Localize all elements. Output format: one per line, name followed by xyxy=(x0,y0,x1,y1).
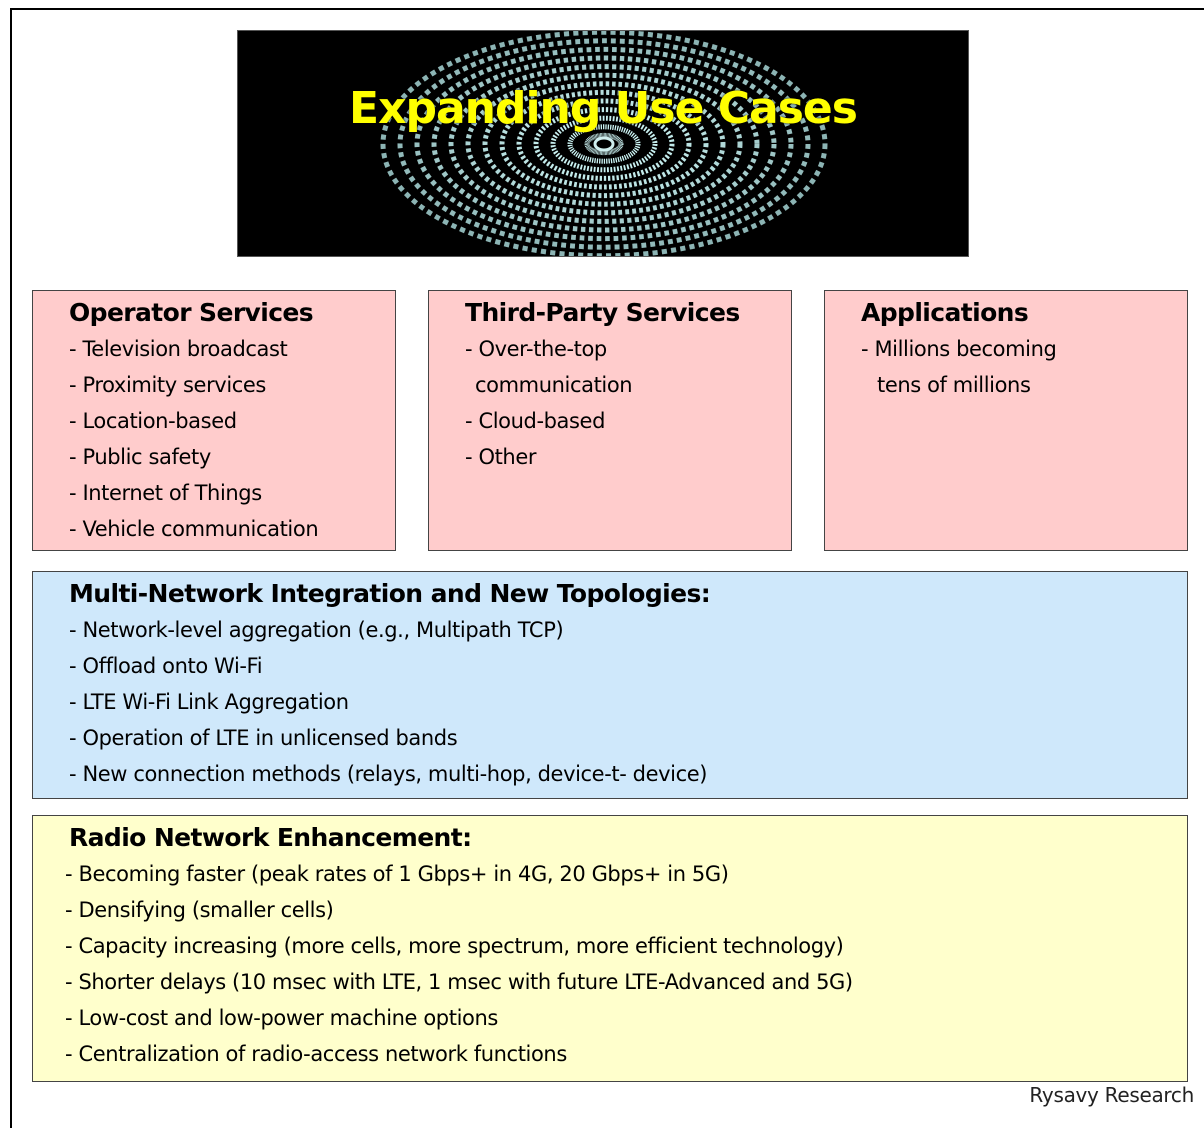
list-item: - Capacity increasing (more cells, more … xyxy=(65,934,844,958)
list-item: - Low-cost and low-power machine options xyxy=(65,1006,498,1030)
radio-network-list: - Becoming faster (peak rates of 1 Gbps+… xyxy=(65,856,1187,1072)
list-item: - Cloud-based xyxy=(465,409,606,433)
radial-burst-graphic xyxy=(380,31,828,256)
list-item: - Millions becoming xyxy=(861,337,1057,361)
list-item: - Network-level aggregation (e.g., Multi… xyxy=(69,618,564,642)
multi-network-box: Multi-Network Integration and New Topolo… xyxy=(32,571,1188,799)
list-item: - Centralization of radio-access network… xyxy=(65,1042,567,1066)
third-party-services-heading: Third-Party Services xyxy=(465,298,740,327)
multi-network-list: - Network-level aggregation (e.g., Multi… xyxy=(69,612,1187,792)
list-item: - Proximity services xyxy=(69,373,266,397)
list-item: - Other xyxy=(465,445,537,469)
banner-title: Expanding Use Cases xyxy=(349,83,858,134)
operator-services-heading: Operator Services xyxy=(69,298,314,327)
radio-network-box: Radio Network Enhancement: - Becoming fa… xyxy=(32,815,1188,1082)
list-item: tens of millions xyxy=(877,373,1031,397)
multi-network-heading: Multi-Network Integration and New Topolo… xyxy=(69,579,711,608)
list-item: - Shorter delays (10 msec with LTE, 1 ms… xyxy=(65,970,853,994)
list-item: - Offload onto Wi-Fi xyxy=(69,654,263,678)
list-item: - Becoming faster (peak rates of 1 Gbps+… xyxy=(65,862,729,886)
third-party-services-box: Third-Party Services - Over-the-top comm… xyxy=(428,290,792,551)
list-item: - Vehicle communication xyxy=(69,517,319,541)
list-item: - Operation of LTE in unlicensed bands xyxy=(69,726,458,750)
list-item: - Densifying (smaller cells) xyxy=(65,898,334,922)
applications-box: Applications - Millions becoming tens of… xyxy=(824,290,1188,551)
list-item: - LTE Wi-Fi Link Aggregation xyxy=(69,690,349,714)
list-item: - Internet of Things xyxy=(69,481,262,505)
radio-network-heading: Radio Network Enhancement: xyxy=(69,823,472,852)
list-item: - Over-the-top xyxy=(465,337,607,361)
applications-heading: Applications xyxy=(861,298,1029,327)
list-item: - New connection methods (relays, multi-… xyxy=(69,762,708,786)
list-item: communication xyxy=(475,373,633,397)
banner-image: Expanding Use Cases xyxy=(237,30,969,257)
list-item: - Television broadcast xyxy=(69,337,288,361)
operator-services-list: - Television broadcast - Proximity servi… xyxy=(69,331,395,547)
applications-list: - Millions becoming tens of millions xyxy=(861,331,1187,403)
list-item: - Public safety xyxy=(69,445,211,469)
third-party-services-list: - Over-the-top communication - Cloud-bas… xyxy=(465,331,791,475)
operator-services-box: Operator Services - Television broadcast… xyxy=(32,290,396,551)
source-credit: Rysavy Research xyxy=(1029,1083,1194,1107)
list-item: - Location-based xyxy=(69,409,237,433)
outer-frame xyxy=(10,8,1204,1128)
